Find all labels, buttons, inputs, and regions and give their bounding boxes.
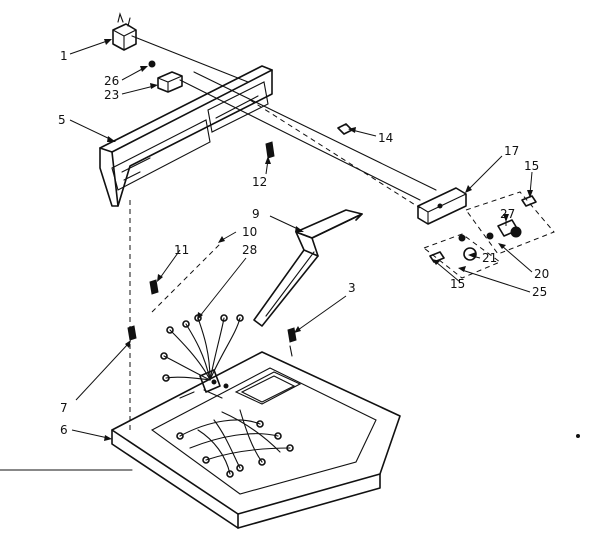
callout-labels: 1 26 23 5 14 17 15 12 9 10 11 28 27 21 2… [58,49,549,437]
callout-17: 17 [504,144,519,158]
part-6-top-panel [111,351,401,529]
callout-23: 23 [104,88,119,102]
callout-7: 7 [60,401,68,415]
part-28-harness [160,314,244,393]
callout-1: 1 [60,49,68,63]
callout-20: 20 [534,267,549,281]
part-25-plate [422,233,502,279]
corner-mark [576,434,580,438]
part-12-screw [265,141,275,159]
part-23-bracket [157,71,183,93]
part-26-screw [148,60,156,68]
top-panel-harness [176,409,294,478]
callout-5: 5 [58,113,66,127]
callout-10: 10 [242,225,257,239]
part-21-knob [458,232,494,261]
callout-21: 21 [482,251,497,265]
part-20-timer-plate [465,191,555,255]
callout-6: 6 [60,423,68,437]
part-17-bracket [417,187,467,225]
part-10-wire [151,243,221,313]
leader-lines [69,39,533,441]
part-9-cover [253,209,363,327]
rear-bar-guide [131,35,437,209]
callout-3: 3 [348,281,356,295]
callout-26: 26 [104,74,119,88]
callout-9: 9 [252,207,260,221]
part-27-switch [497,219,522,238]
callout-28: 28 [242,243,257,257]
part-7-screw [127,325,137,341]
callout-12: 12 [252,175,267,189]
part-3-screw [287,327,297,357]
part-5-console-panel [99,65,273,207]
callout-15-upper: 15 [524,159,539,173]
callout-25: 25 [532,285,547,299]
callout-27: 27 [500,207,515,221]
callout-14: 14 [378,131,393,145]
callout-15-lower: 15 [450,277,465,291]
part-1-switch [112,12,137,51]
callout-11: 11 [174,243,189,257]
part-11-screw [149,279,159,295]
part-15-screws [429,195,537,263]
